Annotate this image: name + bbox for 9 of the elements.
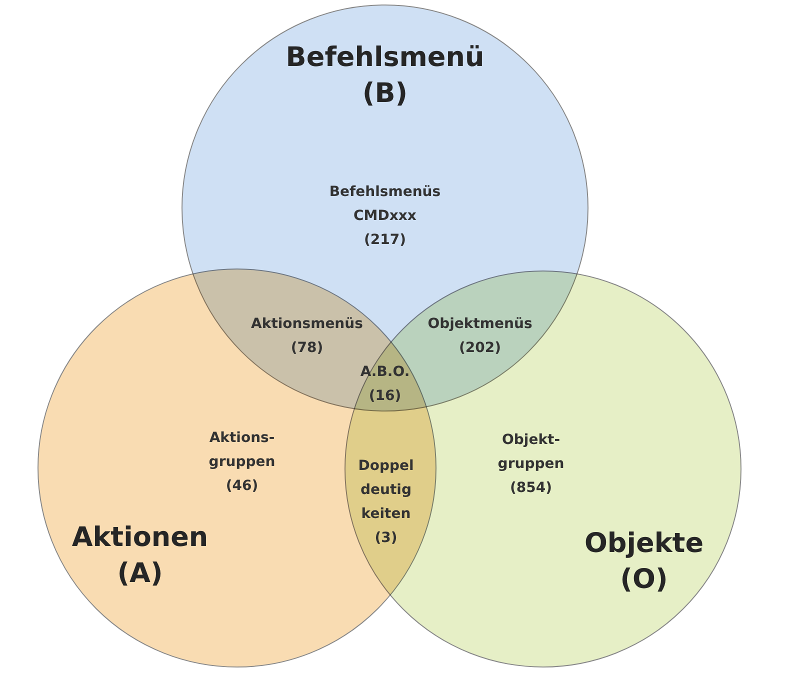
region-label: Aktionsmenüs (78) — [250, 315, 364, 358]
region-label: Doppel deutig keiten (3) — [357, 457, 415, 548]
set-title: Aktionen (A) — [70, 521, 210, 591]
region-label: Objekt- gruppen (854) — [496, 431, 566, 498]
set-title: Objekte (O) — [583, 527, 705, 597]
region-label: Befehlsmenüs CMDxxx (217) — [328, 183, 442, 250]
set-title: Befehlsmenü (B) — [284, 41, 486, 111]
region-label: Aktions- gruppen (46) — [208, 429, 276, 496]
region-label: Objektmenüs (202) — [426, 315, 534, 358]
